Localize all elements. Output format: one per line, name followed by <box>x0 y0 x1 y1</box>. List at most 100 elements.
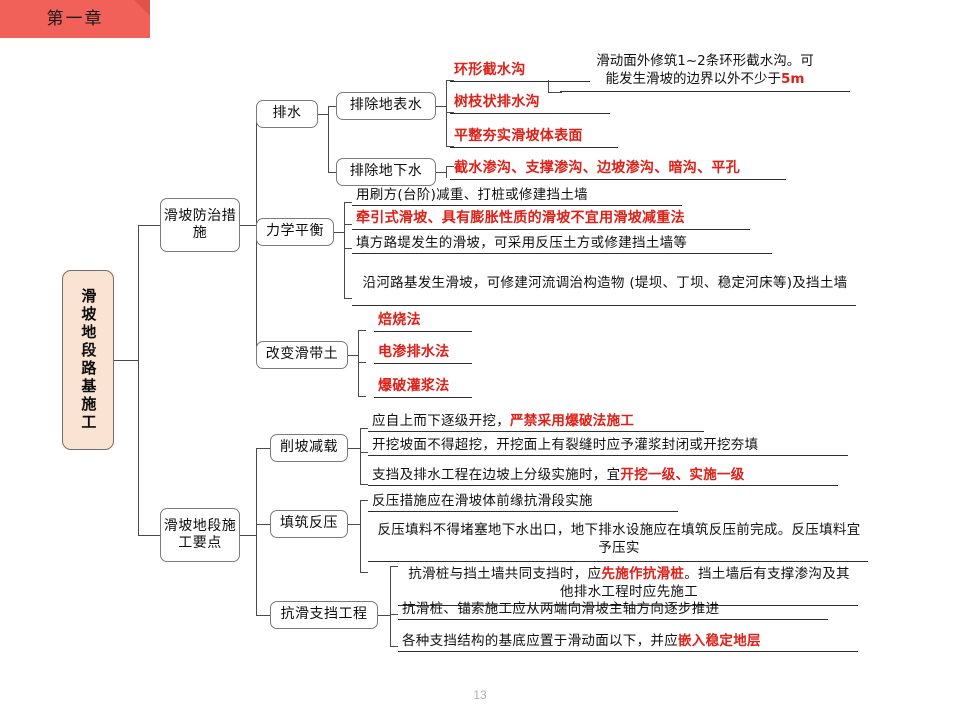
connector-soil-leaf2 <box>358 362 366 363</box>
leaf-text: 树枝状排水沟 <box>454 94 540 111</box>
connector-cut-leaf1 <box>360 428 368 429</box>
connector-fill-bracket <box>360 500 361 572</box>
node-alter-slip-zone-soil[interactable]: 改变滑带土 <box>256 341 348 369</box>
connector-mech-stem <box>334 232 344 233</box>
node-construction-key-points[interactable]: 滑坡地段施工要点 <box>160 508 240 562</box>
connector-root-to-branch2 <box>138 535 160 536</box>
connector-cut-stem <box>348 448 360 449</box>
leaf-text: 抗滑桩与挡土墙共同支挡时，应 <box>408 565 602 582</box>
node-label: 力学平衡 <box>266 223 324 240</box>
leaf-text: 电渗排水法 <box>378 344 450 361</box>
connector-surface-stem <box>436 106 446 107</box>
connector-cut-leaf3 <box>360 484 368 485</box>
leaf-ring-interception-ditch: 环形截水沟 <box>450 62 590 82</box>
connector-cut-bracket <box>360 428 361 484</box>
connector-retain-leaf3 <box>390 646 398 647</box>
connector-b2-bracket <box>256 448 257 615</box>
leaf-text: 用刷方(台阶)减重、打桩或修建挡土墙 <box>356 186 588 203</box>
leaf-text: 开挖坡面不得超挖，开挖面上有裂缝时应予灌浆封闭或开挖夯填 <box>372 436 759 453</box>
connector-surface-bracket <box>446 80 447 146</box>
leaf-retain-drain-stage-by-stage: 支挡及排水工程在边坡上分级实施时，宜开挖一级、实施一级 <box>368 466 838 486</box>
leaf-text: 牵引式滑坡、具有膨胀性质的滑坡不宜用滑坡减重法 <box>356 210 685 227</box>
connector-mech-leaf3 <box>344 248 352 249</box>
connector-b1-stem <box>240 225 256 226</box>
connector-mech-leaf1 <box>344 202 352 203</box>
leaf-text: 反压填料不得堵塞地下水出口，地下排水设施应在填筑反压前完成。反压填料宜予压实 <box>377 521 861 556</box>
node-mechanical-balance[interactable]: 力学平衡 <box>256 218 334 246</box>
annotation-line-2: 能发生滑坡的边界以外不少于 <box>605 71 782 88</box>
leaf-text: 抗滑桩、锚索施工应从两端向滑坡主轴方向逐步推进 <box>402 600 720 617</box>
node-label: 滑坡地段施工要点 <box>163 517 237 552</box>
connector-b2-to-cut <box>256 448 270 449</box>
connector-ground-stem <box>436 172 446 173</box>
leaf-highlight: 严禁采用爆破法施工 <box>510 412 635 429</box>
leaf-text: 支挡及排水工程在边坡上分级实施时，宜 <box>372 466 621 483</box>
root-node-label: 滑坡地段路基施工 <box>79 288 98 432</box>
connector-fill-leaf2 <box>360 572 368 573</box>
connector-mech-bracket <box>344 202 345 298</box>
leaf-text: 焙烧法 <box>378 312 421 329</box>
connector-b2-to-retain <box>256 615 270 616</box>
leaf-embankment-slide-counterweight: 填方路堤发生的滑坡，可采用反压土方或修建挡土墙等 <box>352 234 772 254</box>
connector-fill-stem <box>348 524 360 525</box>
leaf-highlight: 先施作抗滑桩 <box>601 565 685 582</box>
connector-ground-bracket <box>446 166 447 178</box>
leaf-level-compact-slope-surface: 平整夯实滑坡体表面 <box>450 128 618 148</box>
connector-surface-leaf3 <box>446 146 454 147</box>
chapter-banner: 第一章 <box>0 0 150 38</box>
connector-retain-stem <box>378 615 390 616</box>
node-groundwater-drainage[interactable]: 排除地下水 <box>336 158 436 186</box>
leaf-text: 各种支挡结构的基底应置于滑动面以下，并应 <box>402 632 678 649</box>
node-drainage[interactable]: 排水 <box>256 100 318 128</box>
connector-drainage-bracket <box>328 106 329 172</box>
node-label: 排除地下水 <box>349 163 423 180</box>
leaf-seepage-ditch-types: 截水渗沟、支撑渗沟、边坡渗沟、暗沟、平孔 <box>450 160 786 180</box>
leaf-riverside-subgrade-slide: 沿河路基发生滑坡，可修建河流调治构造物 (堤坝、丁坝、稳定河床等)及挡土墙 <box>352 262 856 306</box>
connector-surface-leaf1 <box>446 80 454 81</box>
node-slope-cutting-unloading[interactable]: 削坡减载 <box>270 434 348 462</box>
annotation-line-1: 滑动面外修筑1~2条环形截水沟。可 <box>596 53 814 69</box>
node-counterweight-filling[interactable]: 填筑反压 <box>270 510 348 538</box>
leaf-text-wrap: 抗滑桩与挡土墙共同支挡时，应先施作抗滑桩。挡土墙后有支撑渗沟及其他排水工程时应先… <box>402 565 856 601</box>
connector-drainage-to-ground <box>328 172 336 173</box>
node-label: 排水 <box>272 105 302 122</box>
connector-fill-leaf1 <box>360 500 368 501</box>
leaf-blast-grouting-method: 爆破灌浆法 <box>374 378 472 398</box>
connector-cut-leaf2 <box>360 452 368 453</box>
leaf-pile-anchor-from-both-ends: 抗滑桩、锚索施工应从两端向滑坡主轴方向逐步推进 <box>398 600 828 620</box>
node-slope-prevention-measures[interactable]: 滑坡防治措施 <box>160 198 240 252</box>
node-label: 排除地表水 <box>349 97 423 114</box>
connector-root-stem <box>114 360 138 361</box>
connector-retain-leaf1 <box>390 566 398 567</box>
leaf-text: 应自上而下逐级开挖， <box>372 412 510 429</box>
node-label: 滑坡防治措施 <box>163 207 237 242</box>
connector-annotation-stem <box>548 92 562 93</box>
connector-root-to-branch1 <box>138 225 160 226</box>
leaf-text: 沿河路基发生滑坡，可修建河流调治构造物 (堤坝、丁坝、稳定河床等)及挡土墙 <box>362 274 848 291</box>
leaf-text: 截水渗沟、支撑渗沟、边坡渗沟、暗沟、平孔 <box>454 160 740 177</box>
connector-surface-leaf2 <box>446 112 454 113</box>
leaf-electroosmosis-drainage-method: 电渗排水法 <box>374 344 472 364</box>
leaf-no-overcut-grout-cracks: 开挖坡面不得超挖，开挖面上有裂缝时应予灌浆封闭或开挖夯填 <box>368 436 848 456</box>
leaf-counterweight-front-antislide: 反压措施应在滑坡体前缘抗滑段实施 <box>368 492 678 512</box>
node-label: 填筑反压 <box>280 515 338 532</box>
leaf-branching-drainage-ditch: 树枝状排水沟 <box>450 94 610 114</box>
chapter-banner-label: 第一章 <box>46 9 104 29</box>
node-label: 抗滑支挡工程 <box>280 606 368 623</box>
node-antislide-retaining-works[interactable]: 抗滑支挡工程 <box>270 601 378 629</box>
root-node[interactable]: 滑坡地段路基施工 <box>62 270 114 450</box>
connector-drainage-stem <box>318 114 328 115</box>
page-number: 13 <box>473 688 487 702</box>
connector-b2-stem <box>240 535 256 536</box>
connector-b2-to-fill <box>256 524 270 525</box>
connector-mech-leaf4 <box>344 298 352 299</box>
connector-ground-leaf1 <box>446 166 454 167</box>
leaf-traction-expansive-slide: 牵引式滑坡、具有膨胀性质的滑坡不宜用滑坡减重法 <box>352 210 750 230</box>
node-surface-water-drainage[interactable]: 排除地表水 <box>336 92 436 120</box>
connector-soil-leaf1 <box>358 330 366 331</box>
leaf-roasting-method: 焙烧法 <box>374 312 472 332</box>
leaf-excavate-top-down-no-blasting: 应自上而下逐级开挖，严禁采用爆破法施工 <box>368 412 704 432</box>
annotation-ring-ditch-note: 滑动面外修筑1~2条环形截水沟。可 能发生滑坡的边界以外不少于5m <box>560 52 850 92</box>
connector-drainage-to-surface <box>328 106 336 107</box>
